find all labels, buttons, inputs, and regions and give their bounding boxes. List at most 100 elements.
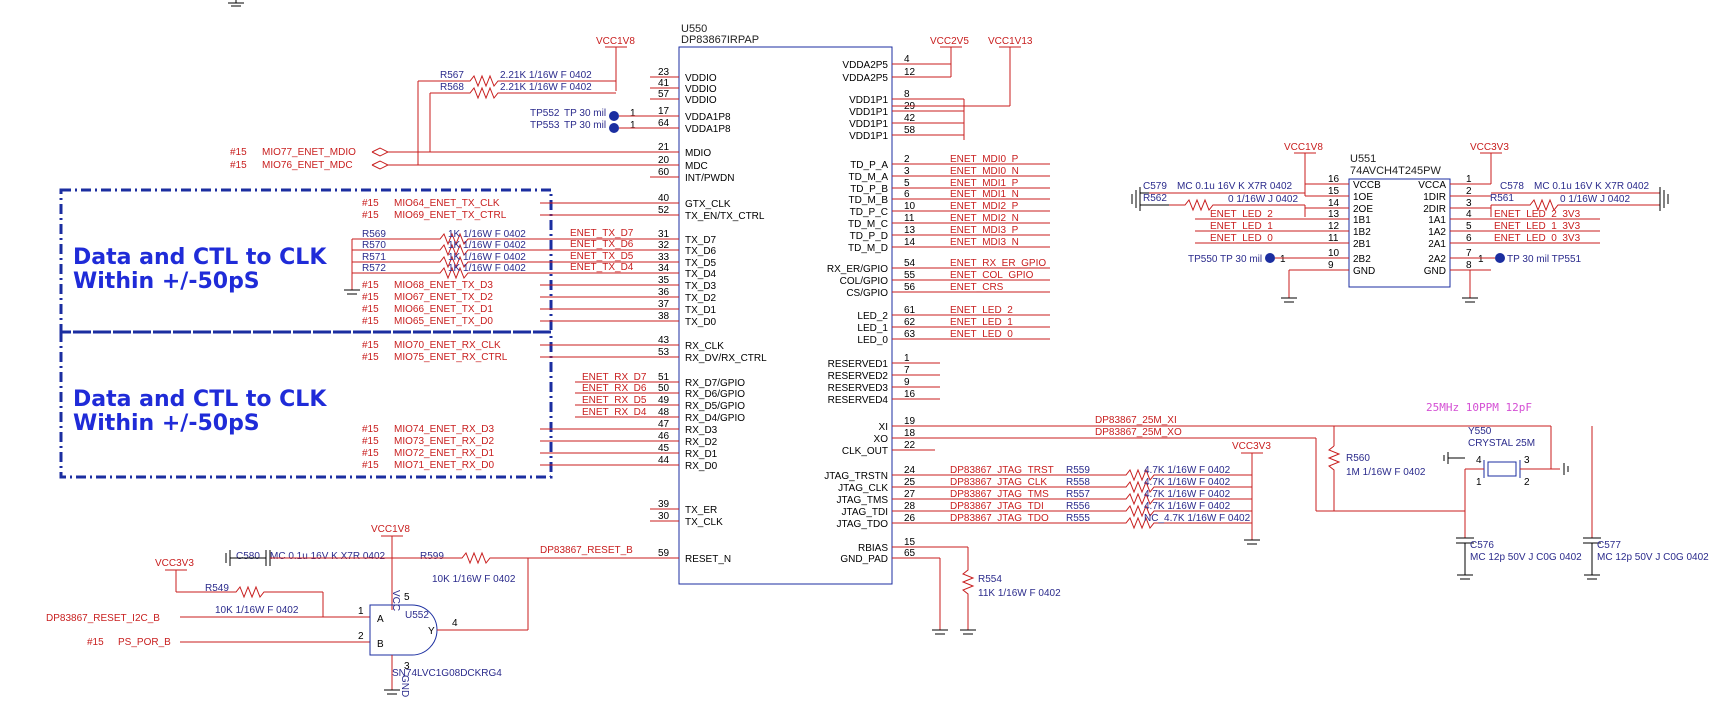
svg-text:1A2: 1A2 (1428, 227, 1446, 238)
u550-pin-num-55: 55 (904, 270, 916, 281)
u550-pin-num-17: 17 (658, 106, 670, 117)
svg-text:R555: R555 (1066, 513, 1090, 524)
svg-text:1A1: 1A1 (1428, 215, 1446, 226)
u550-pin-num-31: 31 (658, 229, 670, 240)
net-enet_mdi2_p: ENET_MDI2_P (950, 201, 1019, 212)
svg-text:8: 8 (1466, 260, 1472, 271)
svg-text:R554: R554 (978, 574, 1002, 585)
svg-text:1: 1 (1280, 254, 1286, 265)
u550-pin-name-51: RX_D7/GPIO (685, 378, 745, 389)
svg-text:VCCA: VCCA (1418, 180, 1446, 191)
u550-pin-num-52: 52 (658, 205, 670, 216)
u550-pin-num-50: 50 (658, 383, 670, 394)
u550-pin-name-27: JTAG_TMS (837, 495, 889, 506)
svg-text:10K 1/16W F 0402: 10K 1/16W F 0402 (432, 574, 516, 585)
svg-text:1: 1 (1466, 174, 1472, 185)
svg-text:GND: GND (399, 675, 410, 697)
u550-pin-name-15: RBIAS (858, 543, 888, 554)
svg-text:MC 0.1u 16V K X7R 0402: MC 0.1u 16V K X7R 0402 (1177, 181, 1293, 192)
svg-text:TP552: TP552 (530, 108, 560, 119)
u550-pin-num-3: 3 (904, 166, 910, 177)
svg-text:ENET_TX_D5: ENET_TX_D5 (570, 251, 634, 262)
net-enet_led_0: ENET_LED_0 (950, 329, 1013, 340)
svg-text:2: 2 (1524, 477, 1530, 488)
svg-text:#15: #15 (87, 637, 104, 648)
svg-text:R549: R549 (205, 583, 229, 594)
u550-pin-num-34: 34 (658, 263, 670, 274)
u550-part: DP83867IRPAP (681, 34, 759, 46)
u550-pin-num-21: 21 (658, 142, 670, 153)
u550-pin-num-15: 15 (904, 537, 916, 548)
r554-rbias: R554 11K 1/16W F 0402 (892, 546, 1061, 635)
vcc2v5-label: VCC2V5 (930, 36, 969, 47)
u550-pin-name-52: TX_EN/TX_CTRL (685, 211, 765, 222)
u550-pin-name-54: RX_ER/GPIO (827, 264, 888, 275)
svg-text:2A2: 2A2 (1428, 254, 1446, 265)
u550-pin-name-63: LED_0 (857, 335, 888, 346)
u550-pin-name-30: TX_CLK (685, 517, 723, 528)
u550-pin-num-37: 37 (658, 299, 670, 310)
u550-pin-name-44: RX_D0 (685, 461, 718, 472)
svg-text:ENET_LED_1_3V3: ENET_LED_1_3V3 (1494, 221, 1581, 232)
u550-pin-name-26: JTAG_TDO (837, 519, 889, 530)
u551-support: VCC1V8 VCC3V3 C579 MC 0.1u 16V K X7R 040… (1131, 142, 1669, 303)
rx-note-line1: Data and CTL to CLK (73, 387, 327, 412)
svg-text:TP550 TP 30 mil: TP550 TP 30 mil (1188, 254, 1262, 265)
u550-pin-num-42: 42 (904, 113, 916, 124)
svg-text:DP83867_25M_XO: DP83867_25M_XO (1095, 427, 1182, 438)
svg-text:#15: #15 (362, 304, 379, 315)
u550-pin-name-45: RX_D1 (685, 449, 718, 460)
svg-text:MIO68_ENET_TX_D3: MIO68_ENET_TX_D3 (394, 280, 493, 291)
u550-pin-name-8: VDD1P1 (849, 95, 888, 106)
u550-pin-num-64: 64 (658, 118, 670, 129)
tx-ctrl-net: #15 MIO69_ENET_TX_CTRL (362, 210, 679, 221)
svg-text:1: 1 (1476, 477, 1482, 488)
ground-symbol-top (228, 0, 244, 7)
svg-text:ENET_RX_D5: ENET_RX_D5 (582, 395, 647, 406)
net-enet_mdi0_p: ENET_MDI0_P (950, 154, 1019, 165)
svg-text:C579: C579 (1143, 181, 1167, 192)
u550-pin-num-48: 48 (658, 407, 670, 418)
svg-text:4: 4 (1466, 209, 1472, 220)
u550-pin-num-40: 40 (658, 193, 670, 204)
u550-pin-name-22: CLK_OUT (842, 446, 888, 457)
u550-pin-name-19: XI (879, 422, 888, 433)
u550-pin-name-18: XO (874, 434, 889, 445)
u550-pin-name-35: TX_D3 (685, 281, 717, 292)
u550-pin-num-24: 24 (904, 465, 916, 476)
svg-text:#15: #15 (362, 280, 379, 291)
svg-text:MC 12p 50V J C0G 0402: MC 12p 50V J C0G 0402 (1470, 552, 1582, 563)
svg-text:MIO70_ENET_RX_CLK: MIO70_ENET_RX_CLK (394, 340, 501, 351)
svg-text:1OE: 1OE (1353, 192, 1373, 203)
svg-text:DP83867_JTAG_TMS: DP83867_JTAG_TMS (950, 489, 1049, 500)
svg-text:7: 7 (1466, 248, 1472, 259)
svg-text:1K 1/16W F 0402: 1K 1/16W F 0402 (448, 240, 526, 251)
svg-text:ENET_LED_0_3V3: ENET_LED_0_3V3 (1494, 233, 1581, 244)
u550-pin-name-53: RX_DV/RX_CTRL (685, 353, 767, 364)
u550-pin-num-61: 61 (904, 305, 916, 316)
svg-text:3: 3 (404, 661, 410, 672)
svg-text:MIO77_ENET_MDIO: MIO77_ENET_MDIO (262, 147, 356, 158)
svg-text:ENET_LED_2: ENET_LED_2 (1210, 209, 1273, 220)
svg-text:VCC3V3: VCC3V3 (1470, 142, 1509, 153)
u550-pin-num-20: 20 (658, 155, 670, 166)
svg-text:C578: C578 (1500, 181, 1524, 192)
net-enet_col_gpio: ENET_COL_GPIO (950, 270, 1034, 281)
u550-pin-num-49: 49 (658, 395, 670, 406)
svg-text:R571: R571 (362, 252, 386, 263)
crystal-circuit: DP83867_25M_XI DP83867_25M_XO R560 1M 1/… (892, 401, 1709, 580)
u550-pin-num-28: 28 (904, 501, 916, 512)
u550-pin-name-12: VDDA2P5 (842, 73, 888, 84)
u550-pin-num-36: 36 (658, 287, 670, 298)
net-enet_mdi0_n: ENET_MDI0_N (950, 166, 1019, 177)
u550-pin-num-54: 54 (904, 258, 916, 269)
u550-right-nets: ENET_MDI0_PENET_MDI0_NENET_MDI1_PENET_MD… (935, 63, 1050, 400)
svg-text:C576: C576 (1470, 540, 1494, 551)
svg-text:2: 2 (1466, 186, 1472, 197)
u550-pin-name-65: GND_PAD (840, 554, 888, 565)
svg-text:MC 0.1u 16V K X7R 0402: MC 0.1u 16V K X7R 0402 (270, 551, 386, 562)
svg-text:#15: #15 (230, 160, 247, 171)
svg-text:0 1/16W J 0402: 0 1/16W J 0402 (1228, 194, 1298, 205)
svg-text:1B2: 1B2 (1353, 227, 1371, 238)
